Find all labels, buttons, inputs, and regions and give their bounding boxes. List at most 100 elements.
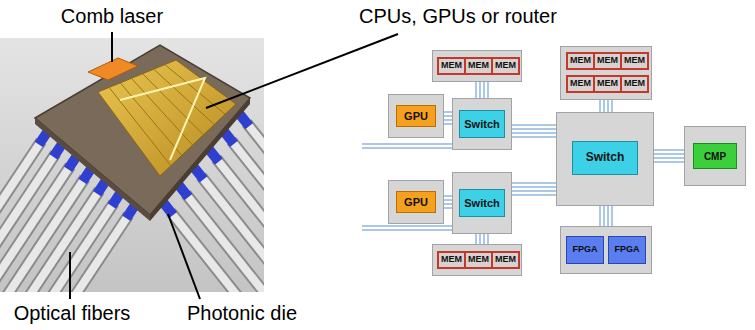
chip-label: MEM — [624, 79, 645, 89]
link-line — [444, 203, 452, 205]
link-bus — [444, 112, 452, 124]
link-bus — [476, 234, 488, 244]
switch-chip: Switch — [459, 110, 505, 138]
module-frame: Switch — [452, 98, 512, 150]
link-line — [607, 100, 609, 112]
chip-label: CMP — [704, 151, 726, 162]
photonic-die — [98, 60, 236, 176]
leader-line — [111, 32, 113, 62]
link-line — [444, 207, 452, 209]
die-circuitry — [109, 65, 225, 166]
memory-chip: MEM — [437, 251, 466, 269]
link-bus — [600, 100, 612, 112]
link-bus — [444, 196, 452, 208]
link-line — [654, 149, 684, 151]
die-trace — [165, 65, 225, 115]
link-line — [599, 100, 601, 112]
link-line — [444, 111, 452, 113]
module-frame: Switch — [452, 172, 512, 234]
module-frame: MEMMEMMEMMEMMEMMEM — [560, 46, 652, 100]
callout-label: Optical fibers — [14, 302, 131, 325]
link-bus — [600, 206, 612, 226]
memory-chip: MEM — [593, 52, 622, 70]
memory-chip: MEM — [566, 75, 595, 93]
die-trace — [109, 87, 171, 165]
external-link — [362, 225, 452, 227]
chip-label: MEM — [597, 79, 618, 89]
chip-label: MEM — [441, 61, 462, 71]
die-trace — [120, 83, 181, 156]
fpga-chip: FPGA — [566, 236, 604, 264]
link-line — [444, 123, 452, 125]
cmp-chip: CMP — [693, 143, 737, 169]
link-line — [603, 100, 605, 112]
link-line — [444, 119, 452, 121]
link-line — [475, 234, 477, 244]
switch-chip: Switch — [459, 189, 505, 217]
link-line — [603, 206, 605, 226]
external-link — [362, 147, 452, 149]
callout-label: Photonic die — [187, 302, 297, 325]
link-line — [479, 234, 481, 244]
link-line — [444, 195, 452, 197]
memory-chip: MEM — [491, 57, 520, 75]
link-line — [483, 234, 485, 244]
link-bus — [512, 125, 556, 137]
gpu-chip: GPU — [396, 191, 436, 213]
link-line — [483, 82, 485, 98]
link-line — [512, 132, 556, 134]
optical-fiber — [201, 176, 264, 290]
edge-group — [444, 82, 684, 244]
memory-chip: MEM — [620, 52, 649, 70]
link-line — [611, 100, 613, 112]
link-line — [479, 82, 481, 98]
memory-chip: MEM — [464, 251, 493, 269]
link-line — [512, 182, 556, 184]
memory-chip: MEM — [464, 57, 493, 75]
link-line — [444, 115, 452, 117]
link-line — [475, 82, 477, 98]
optical-fiber — [231, 141, 264, 255]
chip-label: MEM — [495, 61, 516, 71]
link-line — [512, 128, 556, 130]
link-line — [654, 157, 684, 159]
external-link — [362, 229, 452, 231]
fpga-chip: FPGA — [608, 236, 646, 264]
chip-label: MEM — [570, 56, 591, 66]
chip-label: MEM — [441, 255, 462, 265]
chip-label: FPGA — [614, 245, 639, 255]
module-frame: GPU — [388, 180, 444, 224]
link-line — [607, 206, 609, 226]
chip-label: MEM — [624, 56, 645, 66]
optical-fiber — [247, 123, 264, 237]
memory-chip: MEM — [437, 57, 466, 75]
chip-label: MEM — [495, 255, 516, 265]
chip-label: Switch — [464, 118, 499, 130]
chip-label: GPU — [404, 196, 428, 208]
link-line — [599, 206, 601, 226]
memory-chip: MEM — [620, 75, 649, 93]
link-line — [512, 136, 556, 138]
leader-line — [168, 214, 200, 299]
optical-fiber — [48, 215, 128, 292]
leader-line — [206, 34, 398, 108]
callout-label: Comb laser — [61, 5, 163, 28]
link-line — [611, 206, 613, 226]
module-frame: MEMMEMMEM — [432, 50, 522, 82]
chip-label: FPGA — [572, 245, 597, 255]
memory-chip: MEM — [566, 52, 595, 70]
memory-chip: MEM — [593, 75, 622, 93]
link-line — [487, 234, 489, 244]
chip-label: Switch — [586, 151, 625, 164]
link-bus — [512, 183, 556, 195]
link-line — [654, 161, 684, 163]
link-line — [512, 186, 556, 188]
module-frame: Switch — [556, 112, 654, 206]
link-line — [654, 153, 684, 155]
link-line — [512, 190, 556, 192]
link-line — [444, 199, 452, 201]
external-link — [362, 143, 452, 145]
module-frame: CMP — [684, 126, 746, 186]
chip-label: Switch — [464, 197, 499, 209]
